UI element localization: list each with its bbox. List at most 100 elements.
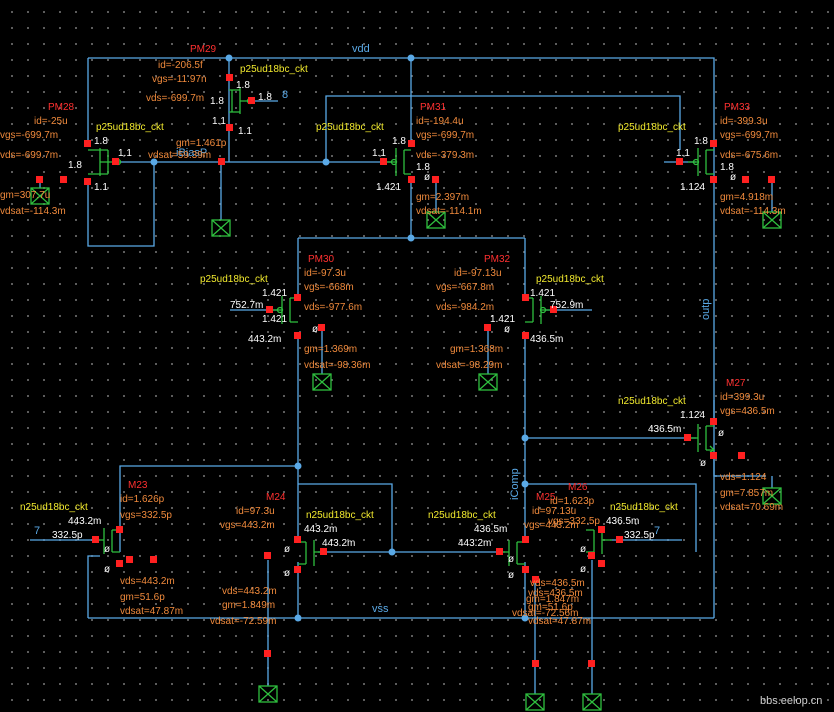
m27-symbol[interactable] bbox=[688, 424, 716, 453]
device-m23-labels[interactable]: M23 id=1.626p n25ud18bc_ckt vgs=332.5p 4… bbox=[20, 480, 183, 617]
m23-v2: 332.5p bbox=[52, 530, 83, 541]
pm31-id: id=-194.4u bbox=[416, 116, 464, 127]
pm30-vdsat: vdsat=-98.36m bbox=[304, 360, 370, 371]
vss-left bbox=[87, 555, 100, 618]
pm32-cell: p25ud18bc_ckt bbox=[536, 274, 604, 285]
m26-symbol[interactable] bbox=[586, 528, 612, 554]
m25-vdsat: vdsat=-72.56m bbox=[512, 608, 578, 619]
m24-gm: gm=1.849m bbox=[222, 600, 275, 611]
device-m25-labels[interactable]: M25 id=97.13u n25ud18bc_ckt vgs=443.2m 4… bbox=[428, 492, 585, 619]
pm33-v1: 1.8 bbox=[694, 136, 708, 147]
m23-vdsat: vdsat=47.87m bbox=[120, 606, 183, 617]
pm32-id: id=-97.13u bbox=[454, 268, 502, 279]
m27-name: M27 bbox=[726, 378, 746, 389]
pm31-vgs: vgs=-699.7m bbox=[416, 130, 474, 141]
m24-diode bbox=[119, 465, 298, 552]
pm28-gm: gm=307.7u bbox=[0, 190, 50, 201]
m26-v2: 332.5p bbox=[624, 530, 655, 541]
pm32-symbol[interactable] bbox=[525, 296, 553, 324]
pm28-v1: 1.8 bbox=[94, 136, 108, 147]
m23-name: M23 bbox=[128, 480, 148, 491]
junction-dots bbox=[150, 54, 529, 622]
device-pm32-labels[interactable]: PM32 id=-97.13u p25ud18bc_ckt vgs=-667.8… bbox=[436, 254, 604, 371]
device-pm28-labels[interactable]: PM28 id=-25u p25ud18bc_ckt vgs=-699.7m 1… bbox=[0, 102, 164, 217]
pm29-id: id=-206.5f bbox=[158, 60, 203, 71]
device-pm29-labels[interactable]: PM29 id=-206.5f p25ud18bc_ckt vgs=-11.97… bbox=[146, 44, 308, 161]
pm30-v1: 1.421 bbox=[262, 288, 287, 299]
m24-symbol[interactable] bbox=[298, 540, 324, 566]
m24-id: id=97.3u bbox=[236, 506, 275, 517]
pm33-v5: ø bbox=[730, 172, 736, 183]
net-label-outp: outp bbox=[700, 299, 712, 320]
pm28-v2: 1.8 bbox=[68, 160, 82, 171]
pm31-v4: 1.421 bbox=[376, 182, 401, 193]
device-m24-labels[interactable]: M24 id=97.3u n25ud18bc_ckt vgs=443.2m 44… bbox=[210, 492, 374, 627]
probe-box-pm31[interactable] bbox=[426, 180, 446, 229]
pm30-name: PM30 bbox=[308, 254, 335, 265]
m23-vds: vds=443.2m bbox=[120, 576, 175, 587]
pm28-loop-wire bbox=[87, 162, 155, 247]
pm31-v2: 1.8 bbox=[416, 162, 430, 173]
pm30-v4: ø bbox=[312, 324, 318, 335]
probe-box-pm30[interactable] bbox=[312, 328, 332, 391]
pm31-vds: vds=-379.3m bbox=[416, 150, 474, 161]
pm28-vdsat: vdsat=-114.3m bbox=[0, 206, 66, 217]
pm31-name: PM31 bbox=[420, 102, 447, 113]
pm33-name: PM33 bbox=[724, 102, 751, 113]
pm33-id: id=-399.3u bbox=[720, 116, 768, 127]
pm33-symbol[interactable] bbox=[688, 148, 714, 176]
m26-gm: gm=51.6p bbox=[528, 602, 573, 613]
m26-cell: n25ud18bc_ckt bbox=[610, 502, 678, 513]
pm31-cell: p25ud18bc_ckt bbox=[316, 122, 384, 133]
device-pm30-labels[interactable]: PM30 id=-97.3u p25ud18bc_ckt vgs=-668m 1… bbox=[200, 254, 370, 371]
device-pm33-labels[interactable]: PM33 id=-399.3u p25ud18bc_ckt vgs=-699.7… bbox=[618, 102, 786, 217]
pm31-symbol[interactable] bbox=[386, 148, 411, 176]
probe-box-m25[interactable] bbox=[525, 580, 545, 711]
m26-vdsat: vdsat=47.87m bbox=[528, 616, 591, 627]
pm30-v5: 443.2m bbox=[248, 334, 281, 345]
m25-v2: 443.2m bbox=[458, 538, 491, 549]
m25-v4: ø bbox=[508, 570, 514, 581]
pm29-v3: 1.8 bbox=[258, 92, 272, 103]
pm31-gm: gm=2.397m bbox=[416, 192, 469, 203]
pm30-v3: 1.421 bbox=[262, 314, 287, 325]
probe-boxes bbox=[30, 162, 782, 711]
m24-gate-loop bbox=[298, 483, 393, 552]
m23-v3: ø bbox=[104, 544, 110, 555]
m27-id: id=399.3u bbox=[720, 392, 764, 403]
m24-vds: vds=443.2m bbox=[222, 586, 277, 597]
terminal-markers bbox=[36, 74, 775, 667]
pm33-v2: 1.8 bbox=[720, 162, 734, 173]
m25-gm: gm=1.847m bbox=[526, 594, 579, 605]
m23-v4: ø bbox=[104, 564, 110, 575]
device-pm31-labels[interactable]: PM31 id=-194.4u p25ud18bc_ckt vgs=-699.7… bbox=[316, 102, 482, 217]
pm32-v5: 436.5m bbox=[530, 334, 563, 345]
device-m27-labels[interactable]: M27 id=399.3u n25ud18bc_ckt vgs=436.5m 1… bbox=[618, 378, 783, 513]
pm33-gm: gm=4.918m bbox=[720, 192, 773, 203]
watermark: bbs.eelop.cn bbox=[760, 695, 822, 707]
net-label-ibiasp: iBiasP bbox=[176, 147, 207, 159]
pm29-vds: vds=-699.7m bbox=[146, 93, 204, 104]
m24-v2: 443.2m bbox=[322, 538, 355, 549]
m25-v1: 436.5m bbox=[474, 524, 507, 535]
m24-vdsat: vdsat=-72.59m bbox=[210, 616, 276, 627]
m24-cell: n25ud18bc_ckt bbox=[306, 510, 374, 521]
pm32-vdsat: vdsat=-98.29m bbox=[436, 360, 502, 371]
probe-box-m24[interactable] bbox=[258, 560, 278, 703]
probe-box-pm33[interactable] bbox=[762, 180, 782, 229]
probe-box-m26[interactable] bbox=[582, 560, 602, 711]
pm32-vds: vds=-984.2m bbox=[436, 302, 494, 313]
probe-box-pm29[interactable] bbox=[211, 162, 231, 237]
m25-symbol[interactable] bbox=[499, 540, 525, 566]
probe-box-m27[interactable] bbox=[762, 476, 782, 505]
pm32-v3: 1.421 bbox=[490, 314, 515, 325]
pm33-v4: 1.124 bbox=[680, 182, 705, 193]
m24-vgs: vgs=443.2m bbox=[220, 520, 275, 531]
vdd-rail bbox=[88, 57, 715, 618]
pm29-cell: p25ud18bc_ckt bbox=[240, 64, 308, 75]
probe-box-pm32[interactable] bbox=[478, 328, 498, 391]
pm28-cell: p25ud18bc_ckt bbox=[96, 122, 164, 133]
m24-v4: ø bbox=[284, 568, 290, 579]
device-m26-labels[interactable]: M26 id=1.623p n25ud18bc_ckt vgs=332.5p 4… bbox=[528, 482, 678, 627]
